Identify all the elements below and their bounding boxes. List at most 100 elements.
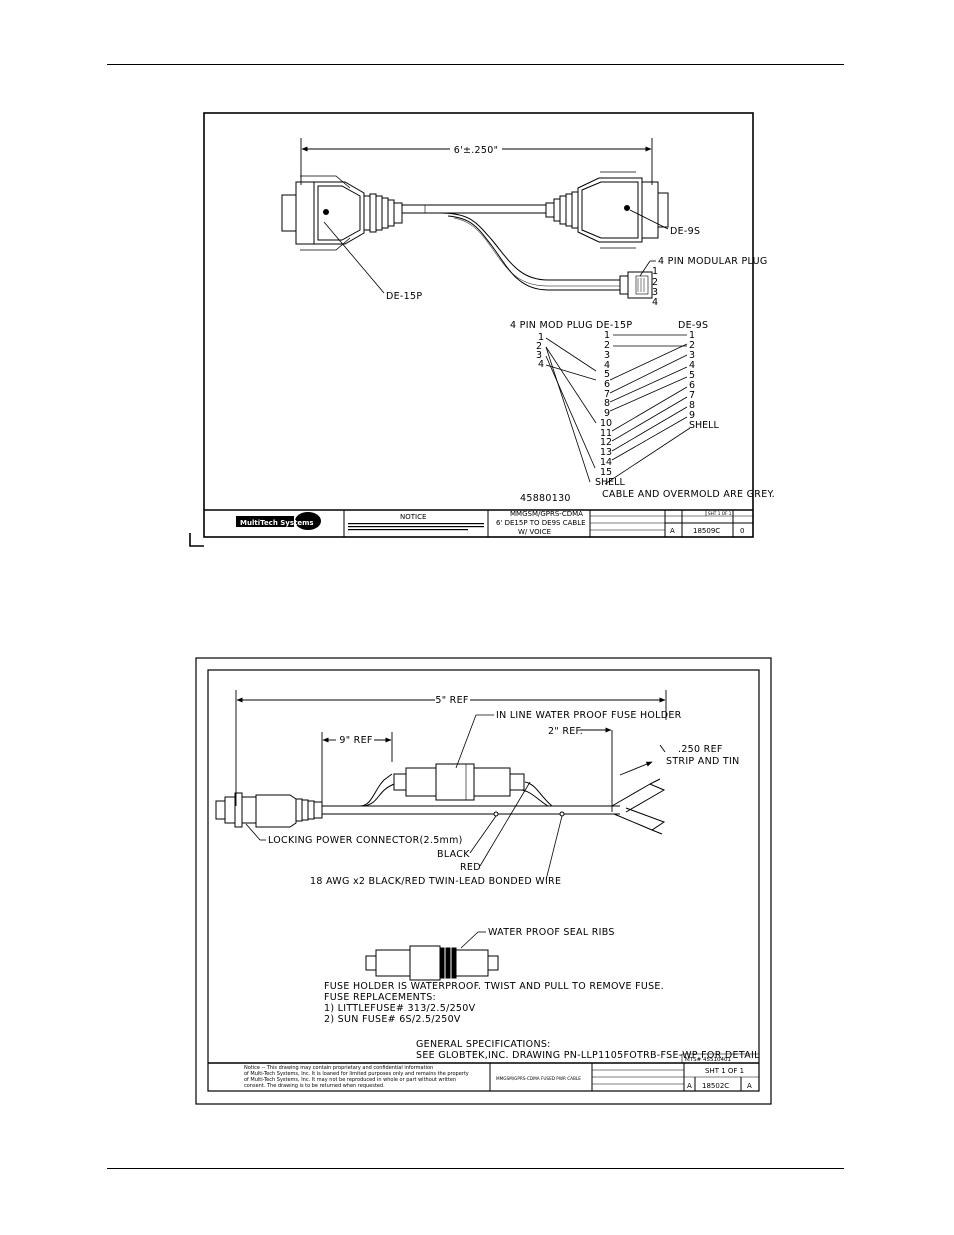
notice-title: NOTICE [400,513,426,521]
drawing-1-border [203,112,754,538]
de15p-pin: 14 [600,457,612,468]
size-1: A [670,527,675,535]
de9s-pin: 2 [689,340,695,351]
title-line-3: W/ VOICE [518,528,551,536]
fuse-holder [393,763,525,801]
de15p-pin: 5 [604,369,610,380]
plug-pin-1: 1 [652,266,658,277]
wiring-de9s-pins: 1 2 3 4 5 6 7 8 9 SHELL [689,330,719,431]
dim-strip-label: .250 REF [678,744,723,755]
part-number-1: 45880130 [520,493,571,504]
dim-overall-label: 5" REF [435,695,468,706]
fuse-note-2: FUSE REPLACEMENTS: [324,992,436,1003]
dim-connector-label: 9" REF [339,735,372,746]
modular-plug [619,271,653,299]
de15p-pin: 7 [604,389,610,400]
plug-pin-3: 3 [652,287,658,298]
wiring-de15p-pins: 1 2 3 4 5 6 7 8 9 10 11 12 13 14 15 SHEL… [595,330,625,488]
wiring-mod-header: 4 PIN MOD PLUG [510,320,593,331]
notice-line-4: consent. The drawing is to be returned w… [244,1083,385,1089]
logo-text: MultiTech Systems [240,519,314,527]
spec-line-2: SEE GLOBTEK,INC. DRAWING PN-LLP1105FOTRB… [416,1050,760,1061]
de9s-pin: 7 [689,390,695,401]
fuse-holder-label: IN LINE WATER PROOF FUSE HOLDER [496,710,682,721]
de9s-pin: 4 [689,360,695,371]
spec-line-1: GENERAL SPECIFICATIONS: [416,1039,551,1050]
power-connector [215,792,323,828]
title-line-1: MMGSM/GPRS-CDMA [510,510,583,518]
drawing-2-outer-border [195,657,772,1105]
wiring-de15p-header: DE-15P [596,320,632,331]
de9s-pin: 6 [689,380,695,391]
mod-pin: 3 [536,350,542,361]
header-rule [107,64,844,65]
size-2: A [687,1082,692,1090]
wiring-lines [545,334,691,485]
modular-plug-label: 4 PIN MODULAR PLUG [658,256,768,267]
leaders-1 [323,209,669,294]
notice-line-2: of Multi-Tech Systems, Inc. It is loaned… [244,1071,469,1077]
title-block-2 [208,1053,759,1091]
rev-1: 0 [740,527,744,535]
seal-label: WATER PROOF SEAL RIBS [488,927,615,938]
de9s-pin: 5 [689,370,695,381]
de15p-pin: 11 [600,428,612,439]
strip-note: STRIP AND TIN [666,756,740,767]
de15p-pin: 12 [600,437,612,448]
connector-label: LOCKING POWER CONNECTOR(2.5mm) [268,835,463,846]
de15p-connector [281,175,403,251]
mod-pin: 4 [538,359,544,370]
dimension-overall [300,138,653,185]
de15p-pin: 4 [604,360,610,371]
de15p-pin: 15 [600,467,612,478]
dimension-overall-label: 6'±.250" [454,145,499,156]
plug-pin-4: 4 [652,297,658,308]
title-block-1 [204,509,753,537]
footer-rule [107,1168,844,1169]
drawing-2-text: 5" REF 9" REF 2" REF. .250 REF STRIP AND… [244,695,760,1090]
de9s-pin: 8 [689,400,695,411]
de15p-pin: SHELL [595,477,625,488]
title-line-2: 6' DE15P TO DE9S CABLE [496,519,586,527]
corner-mark [189,533,204,547]
wiring-de9s-header: DE-9S [678,320,708,331]
de9s-connector [545,171,669,249]
mod-pin: 2 [536,341,542,352]
fuse-note-3: 1) LITTLEFUSE# 313/2.5/250V [324,1003,476,1014]
twin-lead-wire [322,773,666,835]
sheet-2: SHT 1 OF 1 [705,1067,744,1075]
de15p-pin: 9 [604,408,610,419]
de15p-pin: 10 [600,418,612,429]
de15p-pin: 6 [604,379,610,390]
title-2: MMGSM/GPRS-CDMA FUSED PWR CABLE [496,1076,581,1081]
de9s-pin: 1 [689,330,695,341]
wiring-mod-pins: 1 2 3 4 [536,332,544,370]
de9s-pin: SHELL [689,420,719,431]
sheet-1: SHT 1 OF 1 [708,511,732,516]
mod-pin: 1 [538,332,544,343]
leaders-2 [245,714,563,949]
de9s-pin: 3 [689,350,695,361]
de15p-pin: 2 [604,340,610,351]
de9s-label: DE-9S [670,226,700,237]
drawing-1 [189,112,754,547]
dwg-no-2: 18502C [702,1082,729,1090]
fuse-note-4: 2) SUN FUSE# 6S/2.5/250V [324,1014,461,1025]
notice-line-1: Notice -- This drawing may contain propr… [244,1065,433,1071]
dimensions-2 [235,690,667,812]
de15p-pin: 8 [604,398,610,409]
drawing-2 [195,657,772,1105]
de15p-pin: 13 [600,447,612,458]
drawing-1-text: 6'±.250" DE-15P DE-9S 4 PIN MODULAR PLUG… [240,145,775,536]
mts-number: MTS# 45510401 [685,1057,731,1063]
de15p-label: DE-15P [386,291,422,302]
plug-pin-2: 2 [652,277,658,288]
drawing-2-inner-border [207,669,760,1092]
branch-cable [439,212,620,291]
fuse-note-1: FUSE HOLDER IS WATERPROOF. TWIST AND PUL… [324,981,664,992]
main-cable [402,204,546,214]
de15p-pin: 3 [604,350,610,361]
dwg-no-1: 18509C [693,527,720,535]
de15p-pin: 1 [604,330,610,341]
